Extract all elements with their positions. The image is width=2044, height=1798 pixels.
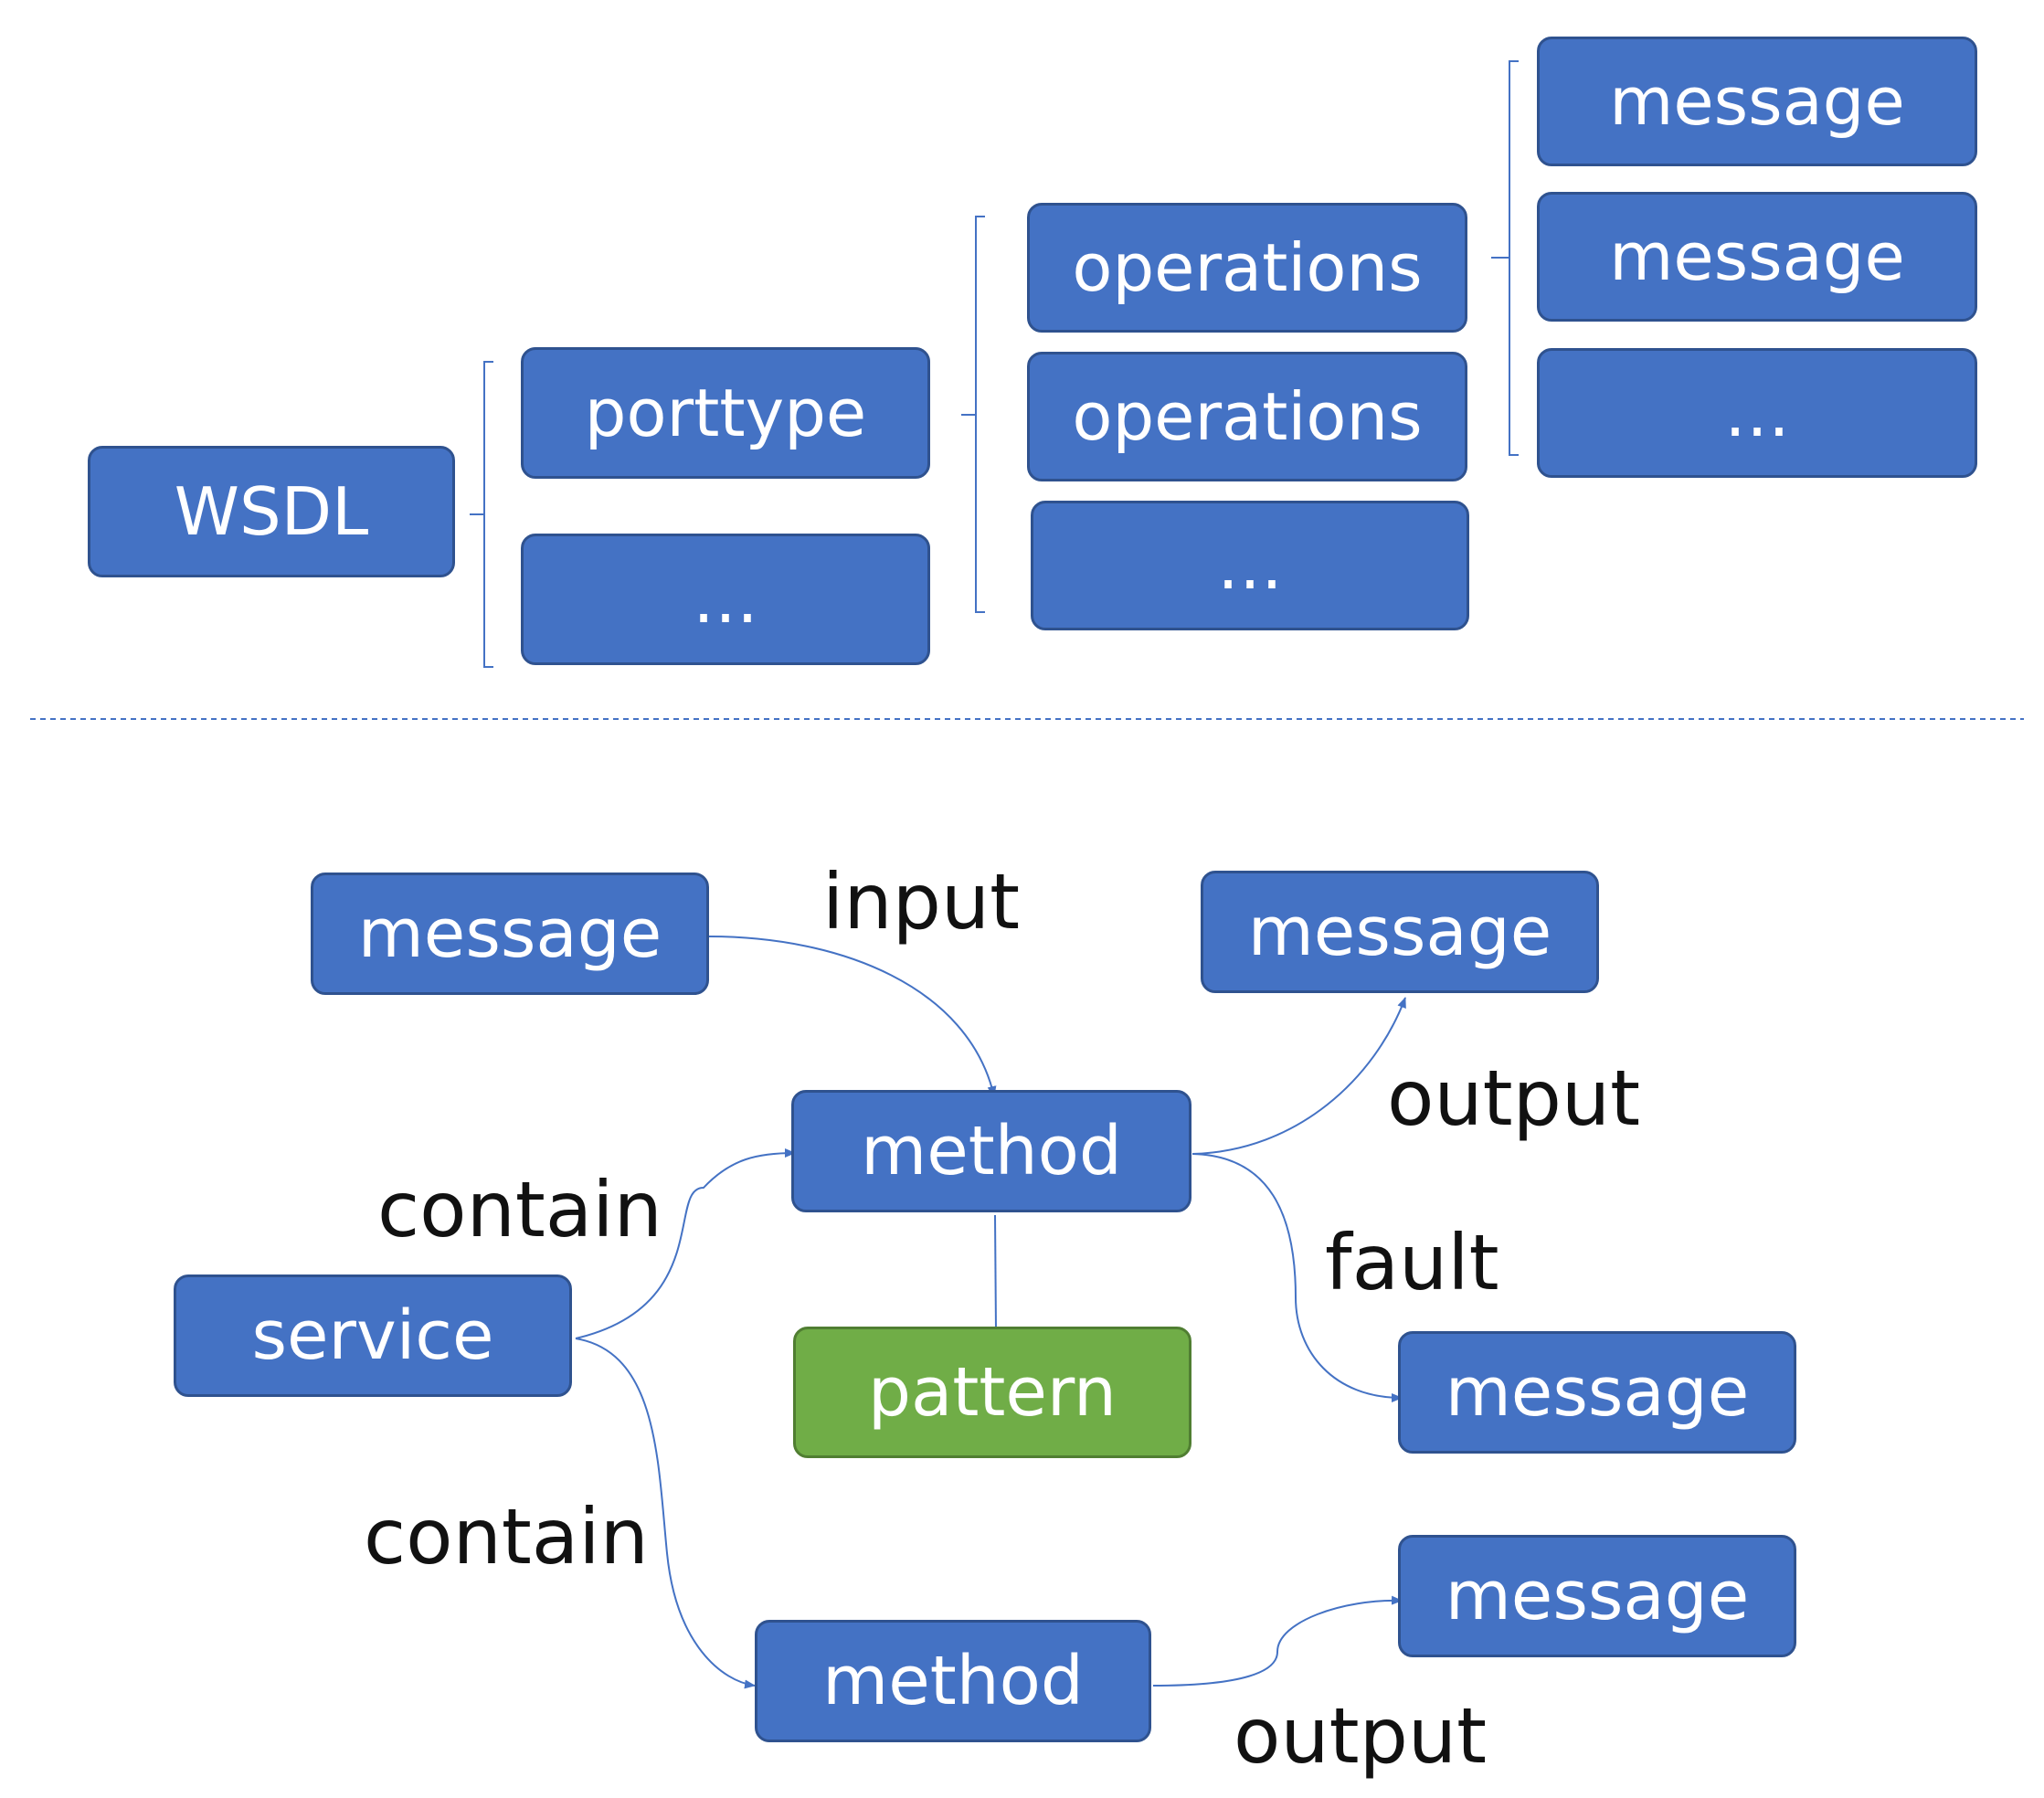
bracket-porttype <box>961 216 985 613</box>
bracket-operations <box>1491 60 1519 456</box>
node-message-input: message <box>311 873 709 995</box>
edge-contain-top <box>575 1148 796 1339</box>
edge-fault <box>1191 1153 1403 1402</box>
node-service: service <box>174 1274 572 1397</box>
edge-output-top <box>1191 997 1406 1155</box>
label-output-bottom: output <box>1234 1691 1488 1781</box>
node-operations-2: operations <box>1027 352 1467 481</box>
node-message-output-bottom: message <box>1398 1535 1796 1657</box>
node-pattern: pattern <box>793 1327 1191 1458</box>
node-message-2: message <box>1537 192 1977 322</box>
bracket-wsdl <box>470 361 493 668</box>
edge-output-bottom <box>1152 1595 1403 1687</box>
node-message-fault: message <box>1398 1331 1796 1454</box>
node-porttype: porttype <box>521 347 930 479</box>
node-level1-ellipsis: … <box>521 534 930 665</box>
node-level3-ellipsis: … <box>1537 348 1977 478</box>
node-method-main: method <box>791 1090 1191 1212</box>
edge-input <box>708 936 997 1097</box>
node-method-second: method <box>755 1620 1151 1742</box>
edge-pattern-link <box>994 1214 997 1333</box>
node-level2-ellipsis: … <box>1031 501 1469 630</box>
node-operations-1: operations <box>1027 203 1467 333</box>
edge-contain-bottom <box>575 1338 756 1689</box>
label-fault: fault <box>1325 1218 1499 1307</box>
node-message-output-top: message <box>1201 871 1599 993</box>
hierarchy-brackets <box>470 60 1519 668</box>
node-wsdl: WSDL <box>88 446 455 577</box>
label-input: input <box>822 857 1021 947</box>
label-output-top: output <box>1387 1053 1641 1143</box>
label-contain-bottom: contain <box>364 1492 649 1581</box>
node-message-1: message <box>1537 37 1977 166</box>
label-contain-top: contain <box>377 1165 662 1254</box>
